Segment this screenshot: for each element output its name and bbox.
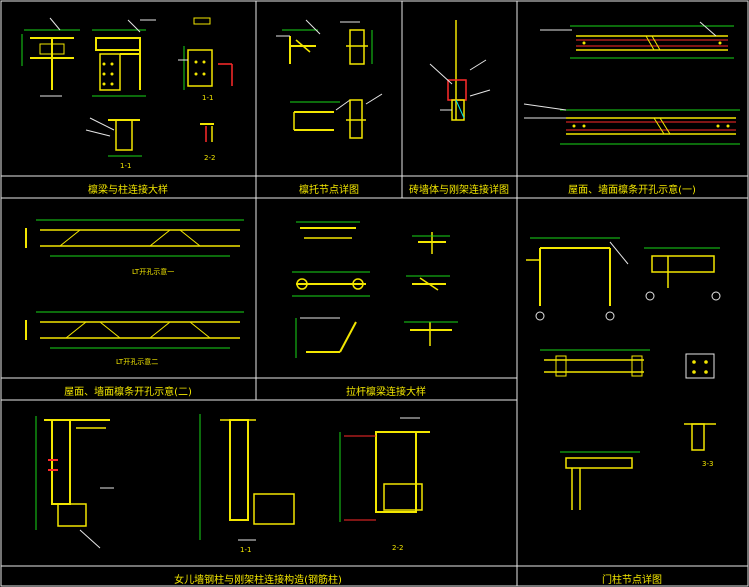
section-mark-b: 1-1 [120,162,131,170]
detail-brick-wall-frame [429,20,491,121]
section-mark-a: 1-1 [202,94,213,102]
section-mark-c: 2-2 [204,154,215,162]
caption-parapet-column: 女儿墙钢柱与刚架柱连接构造(钢筋柱) [174,575,342,586]
detail-purlin-column-connection [21,17,233,157]
detail-tie-rod-connection [292,221,458,358]
hole-note-b: LT开孔示意二 [116,357,158,366]
detail-parapet-column [35,414,430,549]
section-mark-d: 1-1 [240,546,251,554]
caption-hole-layout-2: 屋面、墙面檩条开孔示意(二) [64,387,192,398]
caption-tie-rod: 拉杆檩梁连接大样 [346,387,426,398]
section-mark-f: 3-3 [702,460,713,468]
hole-note-a: LT开孔示意一 [132,267,174,276]
section-mark-e: 2-2 [392,544,403,552]
caption-brick-wall: 砖墙体与刚架连接详图 [409,185,509,196]
caption-hole-layout-1: 屋面、墙面檩条开孔示意(一) [568,185,696,196]
caption-door-post: 门柱节点详图 [602,575,662,586]
caption-purlin-support: 檩托节点详图 [299,185,359,196]
detail-purlin-hole-layout-2 [25,219,244,349]
detail-door-post [526,237,721,510]
caption-purlin-column: 檩梁与柱连接大样 [88,185,168,196]
detail-purlin-hole-layout-1 [523,21,740,145]
detail-purlin-support [276,19,383,139]
